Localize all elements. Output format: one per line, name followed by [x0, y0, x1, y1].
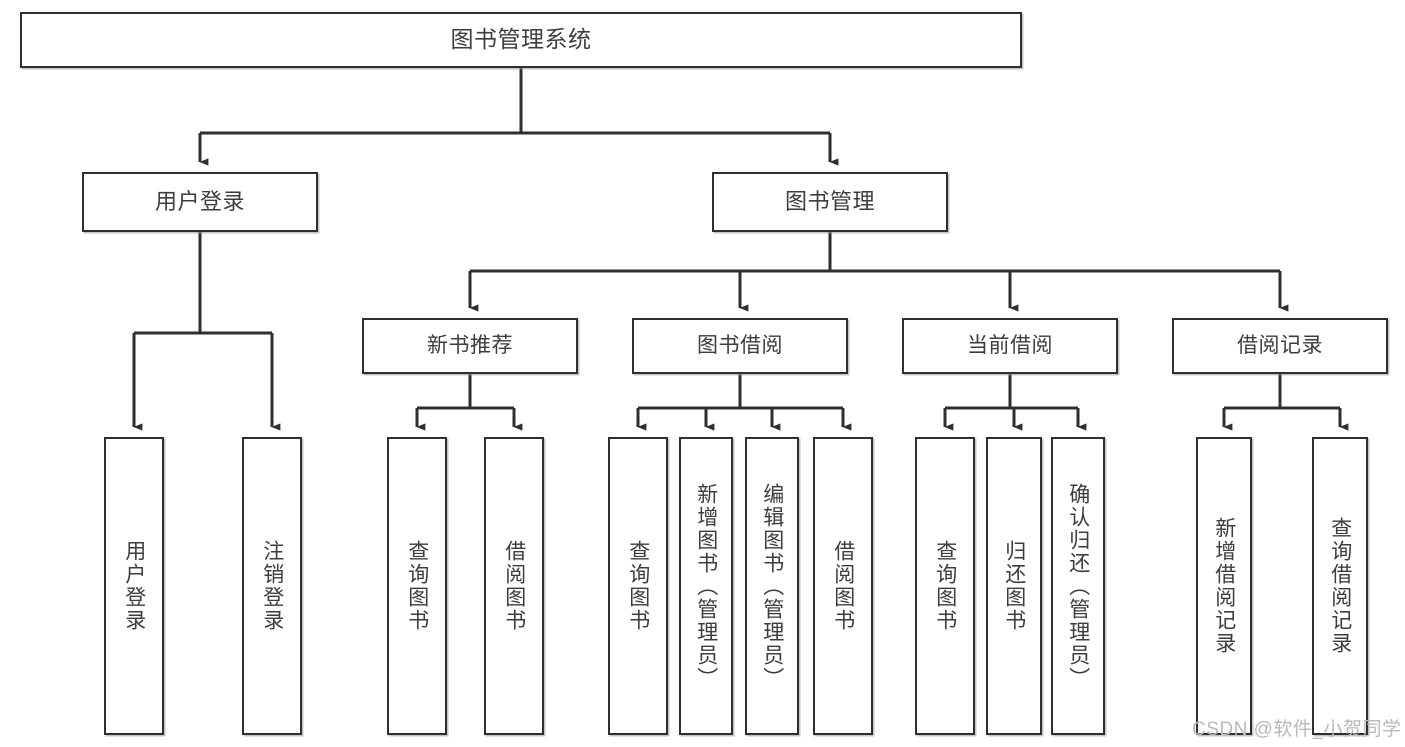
node-new-book-recommend-label: 新书推荐: [427, 333, 513, 357]
leaf-borrow-book-2[interactable]: 借阅图书: [813, 437, 873, 735]
leaf-add-record[interactable]: 新增借阅记录: [1196, 437, 1252, 735]
leaf-edit-book[interactable]: 编辑图书（管理员）: [745, 437, 799, 735]
leaf-confirm-return[interactable]: 确认归还（管理员）: [1051, 437, 1105, 735]
csdn-watermark: CSDN @软件_小贺同学: [1192, 719, 1402, 740]
node-current-borrow-label: 当前借阅: [967, 333, 1053, 357]
node-user-login[interactable]: 用户登录: [82, 172, 318, 232]
leaf-query-book-3[interactable]: 查询图书: [915, 437, 975, 735]
node-book-manage[interactable]: 图书管理: [712, 172, 948, 232]
node-current-borrow[interactable]: 当前借阅: [902, 318, 1118, 374]
leaf-borrow-book-1-label: 借阅图书: [502, 540, 526, 632]
leaf-logout[interactable]: 注销登录: [242, 437, 302, 735]
leaf-borrow-book-2-label: 借阅图书: [831, 540, 855, 632]
node-new-book-recommend[interactable]: 新书推荐: [362, 318, 578, 374]
node-borrow-record[interactable]: 借阅记录: [1172, 318, 1388, 374]
node-root[interactable]: 图书管理系统: [20, 12, 1022, 68]
leaf-add-book-label: 新增图书（管理员）: [694, 482, 718, 690]
leaf-borrow-book-1[interactable]: 借阅图书: [484, 437, 544, 735]
node-book-borrow[interactable]: 图书借阅: [632, 318, 848, 374]
leaf-query-record-label: 查询借阅记录: [1328, 517, 1352, 655]
leaf-edit-book-label: 编辑图书（管理员）: [760, 482, 784, 690]
leaf-logout-label: 注销登录: [260, 540, 284, 632]
node-root-label: 图书管理系统: [450, 26, 592, 53]
leaf-query-book-1-label: 查询图书: [405, 540, 429, 632]
leaf-add-book[interactable]: 新增图书（管理员）: [679, 437, 733, 735]
leaf-return-book-label: 归还图书: [1002, 540, 1026, 632]
leaf-add-record-label: 新增借阅记录: [1212, 517, 1236, 655]
node-user-login-label: 用户登录: [154, 189, 245, 215]
leaf-user-login-label: 用户登录: [122, 540, 146, 632]
leaf-query-book-1[interactable]: 查询图书: [387, 437, 447, 735]
leaf-query-book-2-label: 查询图书: [626, 540, 650, 632]
leaf-confirm-return-label: 确认归还（管理员）: [1066, 482, 1090, 690]
node-borrow-record-label: 借阅记录: [1237, 333, 1323, 357]
leaf-user-login[interactable]: 用户登录: [104, 437, 164, 735]
node-book-manage-label: 图书管理: [784, 189, 875, 215]
leaf-return-book[interactable]: 归还图书: [986, 437, 1042, 735]
leaf-query-record[interactable]: 查询借阅记录: [1312, 437, 1368, 735]
leaf-query-book-3-label: 查询图书: [933, 540, 957, 632]
node-book-borrow-label: 图书借阅: [697, 333, 783, 357]
leaf-query-book-2[interactable]: 查询图书: [608, 437, 668, 735]
